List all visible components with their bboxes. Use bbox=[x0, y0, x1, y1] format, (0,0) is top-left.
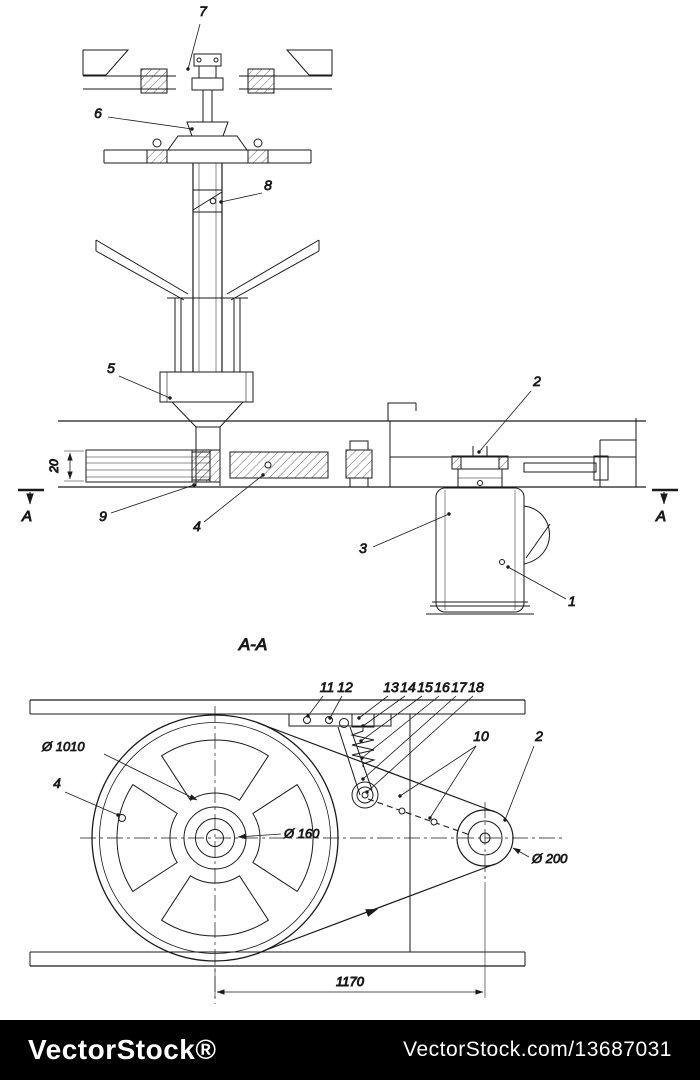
dim-20-label: 20 bbox=[47, 459, 61, 474]
technical-drawing-svg: 20 bbox=[18, 3, 678, 1004]
flywheel bbox=[91, 714, 339, 962]
callout-3: 3 bbox=[359, 540, 367, 556]
drive-pulley bbox=[456, 809, 514, 867]
callout-7: 7 bbox=[199, 3, 208, 19]
dim-flywheel-label: Ø 1010 bbox=[41, 739, 85, 754]
dim-1170-label: 1170 bbox=[336, 974, 365, 989]
front-view-callouts: 7 6 8 5 9 4 2 3 1 bbox=[94, 3, 577, 610]
section-title: A-A bbox=[238, 635, 267, 654]
callout-2: 2 bbox=[532, 373, 541, 389]
tensioner bbox=[288, 713, 471, 836]
guide-bar-part9 bbox=[85, 449, 211, 483]
callout-10: 10 bbox=[473, 728, 489, 744]
callout-8: 8 bbox=[264, 177, 272, 193]
clutch-assembly bbox=[451, 446, 509, 489]
section-marker-left-label: A bbox=[21, 508, 32, 525]
callout-6: 6 bbox=[94, 105, 102, 121]
section-view-callouts: 11 12 13 14 15 16 17 18 10 2 4 bbox=[53, 679, 544, 822]
dimension-1170: 1170 bbox=[214, 882, 486, 998]
braces bbox=[95, 239, 320, 372]
section-marker-right: A bbox=[652, 488, 678, 526]
callout-17: 17 bbox=[451, 679, 468, 695]
flange-assembly bbox=[103, 121, 312, 164]
callout-5: 5 bbox=[107, 360, 115, 376]
callout-11: 11 bbox=[320, 679, 335, 695]
right-frame bbox=[387, 402, 637, 487]
callout-18: 18 bbox=[468, 679, 484, 695]
section-view-a-a: Ø 1010 Ø 160 Ø 200 11 12 13 14 15 16 17 … bbox=[29, 679, 569, 1004]
callout-1: 1 bbox=[568, 593, 576, 609]
top-bracket-assembly bbox=[82, 49, 333, 122]
callout-4b: 4 bbox=[53, 775, 61, 791]
callout-13: 13 bbox=[383, 679, 399, 695]
callout-15: 15 bbox=[417, 679, 433, 695]
section-rails bbox=[29, 699, 526, 967]
front-view: 20 bbox=[18, 3, 678, 615]
callout-16: 16 bbox=[434, 679, 450, 695]
callout-2b: 2 bbox=[534, 728, 543, 744]
belt-direction-arrow bbox=[365, 909, 378, 917]
belt bbox=[257, 722, 496, 954]
callout-4: 4 bbox=[193, 518, 201, 534]
section-marker-left: A bbox=[18, 488, 44, 526]
drawing-area: 20 bbox=[18, 2, 678, 1004]
callout-14: 14 bbox=[400, 679, 416, 695]
centerlines bbox=[80, 706, 565, 1004]
section-marker-right-label: A bbox=[655, 508, 666, 525]
bearing-block bbox=[345, 440, 373, 488]
slide-block-part4 bbox=[229, 451, 329, 479]
vectorstock-url: VectorStock.com/13687031 bbox=[403, 1038, 672, 1061]
vectorstock-logo: VectorStock® bbox=[28, 1034, 217, 1065]
dim-hub-label: Ø 160 bbox=[283, 826, 320, 841]
vectorstock-footer: VectorStock® VectorStock.com/13687031 bbox=[0, 1020, 700, 1080]
column bbox=[192, 163, 223, 372]
electric-motor bbox=[426, 487, 551, 615]
callout-12: 12 bbox=[337, 679, 353, 695]
dimension-20: 20 bbox=[47, 450, 84, 482]
callout-9: 9 bbox=[99, 508, 107, 524]
dim-pulley-label: Ø 200 bbox=[531, 851, 568, 866]
diameter-labels: Ø 1010 Ø 160 Ø 200 bbox=[41, 739, 569, 867]
